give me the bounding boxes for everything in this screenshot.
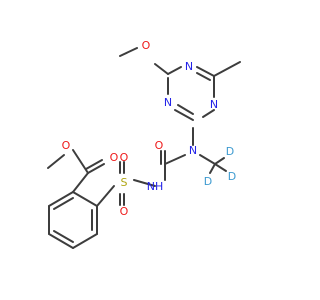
atom-labels: O N N N N O NH S O O O O D D D <box>62 39 237 218</box>
bond-bz-3 <box>48 233 74 249</box>
bond-methoxy-c <box>119 47 138 57</box>
bond-n-cd3 <box>199 154 216 165</box>
atom-n-ring-right: N <box>210 98 218 111</box>
bond-nh-s <box>133 179 156 187</box>
bond-ring-c <box>196 66 215 77</box>
bond-bz-ester <box>72 172 89 193</box>
bond-bz-5 <box>48 191 74 207</box>
atom-o-sulfonyl-bottom: O <box>120 205 129 218</box>
atom-n-ring-left: N <box>164 96 172 109</box>
atom-o-ester-double: O <box>110 151 119 164</box>
bond-cd3-d3 <box>209 163 216 174</box>
bond-cd3-d2 <box>214 163 227 172</box>
bond-ring-methyl <box>213 61 241 77</box>
bond-cd3-d1 <box>214 157 225 165</box>
bond-bz-in-2 <box>53 230 74 243</box>
bond-bz-2 <box>72 233 98 249</box>
bond-ring-f <box>174 109 194 121</box>
bond-bz-6 <box>72 191 98 207</box>
bond-methoxy-o <box>154 63 169 75</box>
bond-ester-o-methyl <box>47 154 65 169</box>
atom-s-sulfonyl: S <box>121 176 128 189</box>
bond-s-benzene <box>96 185 115 207</box>
atom-n-methylated: N <box>189 144 197 157</box>
bond-n-carbonyl <box>164 154 186 165</box>
atom-nh: NH <box>147 180 164 193</box>
atom-o-carbonyl: O <box>155 139 164 152</box>
atom-d2: D <box>228 170 236 183</box>
bond-ring-e <box>202 109 215 118</box>
bond-bz-in-3 <box>53 197 74 210</box>
atom-o-sulfonyl-top: O <box>120 151 129 164</box>
bond-ester-c-o-1 <box>87 163 105 174</box>
atom-o-methoxy: O <box>142 39 151 52</box>
bond-ring-c2 <box>196 72 211 81</box>
atom-d3: D <box>204 175 212 188</box>
chemical-structure: O N N N N O NH S O O O O D D D <box>47 39 241 249</box>
bond-ester-c-oalkyl <box>72 149 89 174</box>
bond-ring-f2 <box>177 104 194 115</box>
bond-ring-a <box>167 66 182 75</box>
atom-d1: D <box>226 145 234 158</box>
bond-ester-c-o-2 <box>85 159 103 170</box>
atom-n-ring-top: N <box>185 60 193 73</box>
atom-o-ester-single: O <box>62 139 71 152</box>
bonds <box>47 47 241 249</box>
